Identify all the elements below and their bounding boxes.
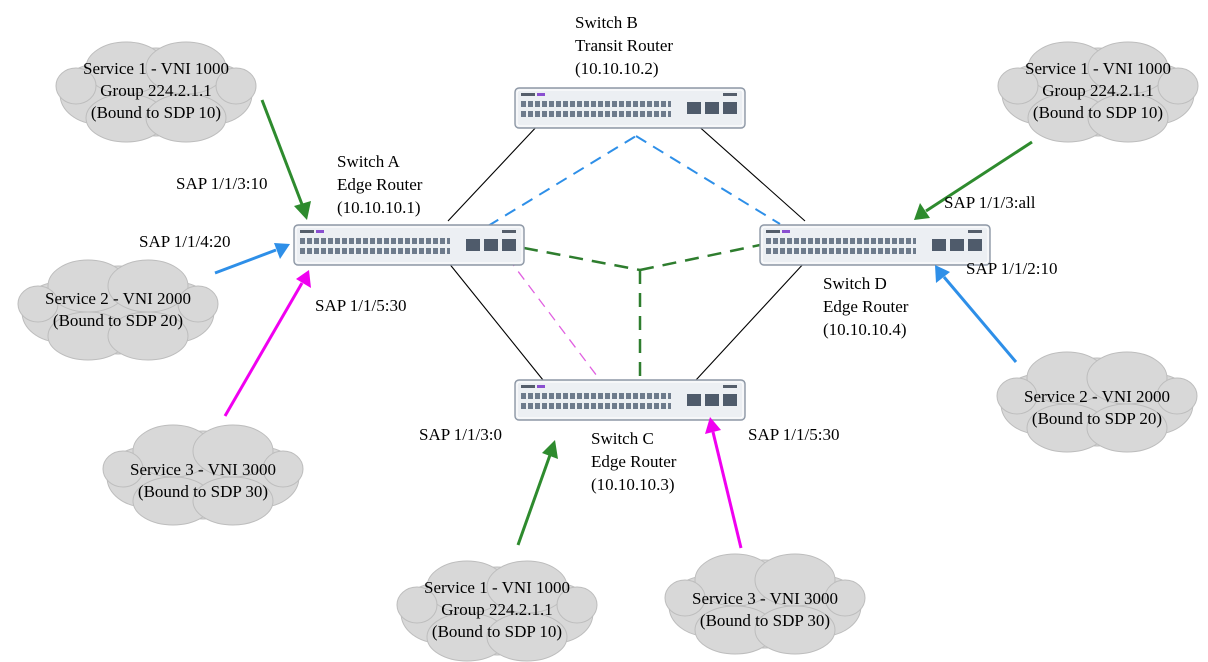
service3-c-line2: (Bound to SDP 30) bbox=[700, 611, 830, 630]
switch-b-ip: (10.10.10.2) bbox=[575, 59, 659, 78]
switch-d-role: Edge Router bbox=[823, 297, 909, 316]
sdp-10-tunnel bbox=[487, 135, 781, 227]
service3-cloud-c: Service 3 - VNI 3000 (Bound to SDP 30) bbox=[664, 553, 866, 655]
arrow-s1-d bbox=[914, 140, 1033, 220]
switch-a bbox=[293, 224, 525, 266]
service1-c-line2: Group 224.2.1.1 bbox=[441, 600, 552, 619]
link-c-d bbox=[695, 261, 806, 381]
switch-a-label: Switch A Edge Router (10.10.10.1) bbox=[337, 152, 423, 217]
switch-d-label: Switch D Edge Router (10.10.10.4) bbox=[823, 274, 909, 339]
switch-b-role: Transit Router bbox=[575, 36, 673, 55]
arrow-s3-c bbox=[705, 417, 743, 549]
link-a-b bbox=[447, 122, 541, 222]
switch-c-name: Switch C bbox=[591, 429, 654, 448]
service3-a-line2: (Bound to SDP 30) bbox=[138, 482, 268, 501]
service1-d-line3: (Bound to SDP 10) bbox=[1033, 103, 1163, 122]
sap-a-service1: SAP 1/1/3:10 bbox=[176, 174, 267, 193]
arrow-s3-a bbox=[223, 270, 311, 417]
switch-d-ip: (10.10.10.4) bbox=[823, 320, 907, 339]
service1-d-line2: Group 224.2.1.1 bbox=[1042, 81, 1153, 100]
sap-c-service1: SAP 1/1/3:0 bbox=[419, 425, 502, 444]
service3-a-line1: Service 3 - VNI 3000 bbox=[130, 460, 276, 479]
service2-cloud-a: Service 2 - VNI 2000 (Bound to SDP 20) bbox=[17, 259, 219, 361]
sdp-30-tunnel bbox=[507, 257, 601, 381]
sap-d-service2: SAP 1/1/2:10 bbox=[966, 259, 1057, 278]
service2-a-line1: Service 2 - VNI 2000 bbox=[45, 289, 191, 308]
service1-c-line3: (Bound to SDP 10) bbox=[432, 622, 562, 641]
switch-c bbox=[514, 379, 746, 421]
arrow-s2-d bbox=[935, 265, 1018, 363]
service2-a-line2: (Bound to SDP 20) bbox=[53, 311, 183, 330]
service1-a-line3: (Bound to SDP 10) bbox=[91, 103, 221, 122]
switch-c-role: Edge Router bbox=[591, 452, 677, 471]
switch-a-role: Edge Router bbox=[337, 175, 423, 194]
sap-d-service1: SAP 1/1/3:all bbox=[944, 193, 1036, 212]
switch-a-name: Switch A bbox=[337, 152, 401, 171]
service3-c-line1: Service 3 - VNI 3000 bbox=[692, 589, 838, 608]
switch-b bbox=[514, 87, 746, 129]
service2-d-line1: Service 2 - VNI 2000 bbox=[1024, 387, 1170, 406]
arrow-s1-a bbox=[260, 99, 311, 220]
switch-b-label: Switch B Transit Router (10.10.10.2) bbox=[575, 13, 673, 78]
link-b-d bbox=[694, 122, 806, 222]
sap-a-service2: SAP 1/1/4:20 bbox=[139, 232, 230, 251]
switch-d-name: Switch D bbox=[823, 274, 887, 293]
arrow-s1-c bbox=[516, 440, 558, 546]
service3-cloud-a: Service 3 - VNI 3000 (Bound to SDP 30) bbox=[102, 424, 304, 526]
service1-cloud-c: Service 1 - VNI 1000 Group 224.2.1.1 (Bo… bbox=[396, 560, 598, 662]
service2-cloud-d: Service 2 - VNI 2000 (Bound to SDP 20) bbox=[996, 351, 1198, 453]
service1-c-line1: Service 1 - VNI 1000 bbox=[424, 578, 570, 597]
switch-c-label: Switch C Edge Router (10.10.10.3) bbox=[591, 429, 677, 494]
sdp-20-tunnel bbox=[523, 243, 761, 378]
service1-d-line1: Service 1 - VNI 1000 bbox=[1025, 59, 1171, 78]
physical-links bbox=[447, 122, 806, 381]
service1-cloud-a: Service 1 - VNI 1000 Group 224.2.1.1 (Bo… bbox=[55, 41, 257, 143]
service1-cloud-d: Service 1 - VNI 1000 Group 224.2.1.1 (Bo… bbox=[997, 41, 1199, 143]
switch-a-ip: (10.10.10.1) bbox=[337, 198, 421, 217]
service1-a-line1: Service 1 - VNI 1000 bbox=[83, 59, 229, 78]
service2-d-line2: (Bound to SDP 20) bbox=[1032, 409, 1162, 428]
switch-d bbox=[759, 224, 991, 266]
switch-c-ip: (10.10.10.3) bbox=[591, 475, 675, 494]
service1-a-line2: Group 224.2.1.1 bbox=[100, 81, 211, 100]
sap-a-service3: SAP 1/1/5:30 bbox=[315, 296, 406, 315]
switch-b-name: Switch B bbox=[575, 13, 638, 32]
arrow-s2-a bbox=[214, 243, 290, 275]
link-a-c bbox=[447, 261, 544, 381]
sap-c-service3: SAP 1/1/5:30 bbox=[748, 425, 839, 444]
